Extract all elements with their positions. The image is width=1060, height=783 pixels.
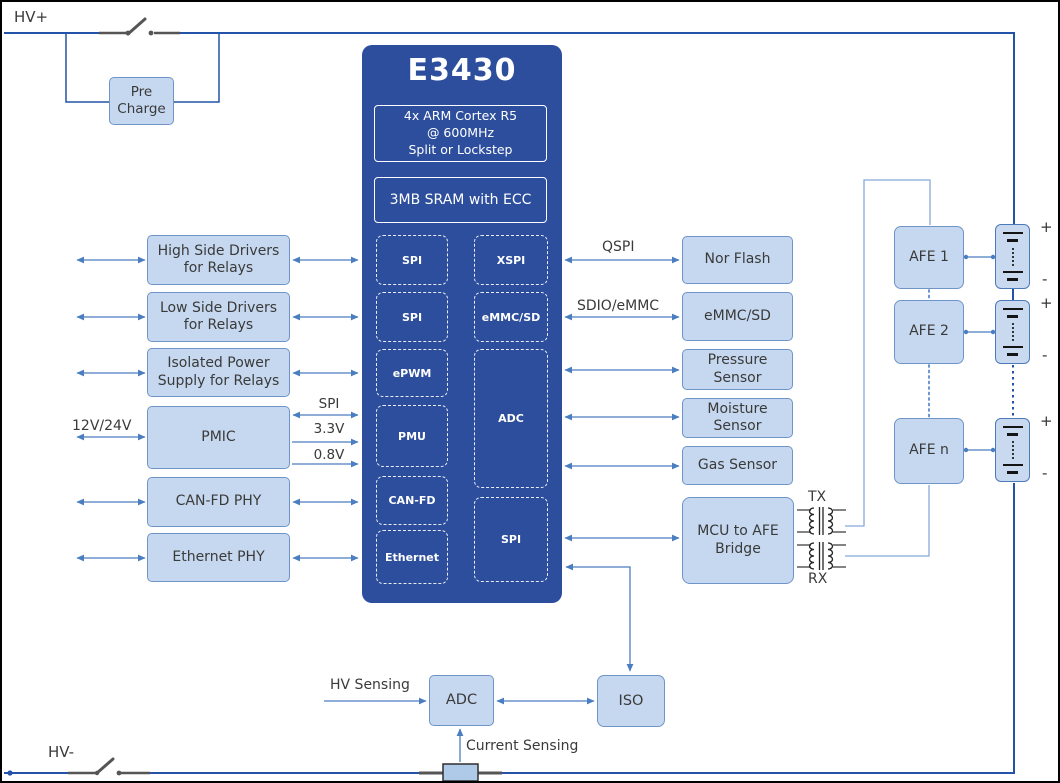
cpu-line3: Split or Lockstep — [408, 141, 513, 157]
supply-input-label: 12V/24V — [72, 418, 132, 434]
soc-block-spi3: SPI — [474, 497, 548, 582]
pmic-spi-label: SPI — [318, 396, 340, 412]
soc-block-spi1: SPI — [376, 235, 448, 285]
soc-block-xspi: XSPI — [474, 235, 548, 285]
hv-plus-label: HV+ — [14, 8, 49, 26]
box-mcu-afe-bridge: MCU to AFE Bridge — [682, 497, 794, 584]
cpu-line2: @ 600MHz — [426, 125, 495, 141]
pmic-3v3-label: 3.3V — [313, 421, 345, 437]
rx-label: RX — [808, 571, 828, 587]
battery-1-minus: - — [1042, 270, 1048, 288]
precharge-box: Pre Charge — [109, 77, 174, 125]
shunt-resistor-icon — [419, 763, 502, 781]
tx-transformer-icon — [797, 507, 846, 535]
soc-block-pmu: PMU — [376, 405, 448, 467]
battery-1-icon — [995, 224, 1030, 289]
box-emmc-sd: eMMC/SD — [682, 292, 793, 341]
sdio-bus-label: SDIO/eMMC — [577, 298, 660, 314]
box-afe-n: AFE n — [894, 418, 964, 484]
hv-sensing-label: HV Sensing — [330, 677, 410, 693]
soc-title: E3430 — [407, 53, 517, 88]
box-low-side-drivers: Low Side Drivers for Relays — [147, 292, 290, 342]
hv-minus-switch-icon — [68, 757, 150, 776]
external-io-arrows — [76, 256, 146, 562]
box-isolated-power-supply: Isolated Power Supply for Relays — [147, 348, 290, 397]
hv-minus-label: HV- — [48, 743, 75, 761]
soc-block-spi2: SPI — [376, 292, 448, 342]
cpu-line1: 4x ARM Cortex R5 — [403, 108, 518, 124]
battery-n-plus: + — [1040, 412, 1053, 430]
soc-block-epwm: ePWM — [376, 349, 448, 397]
box-gas-sensor: Gas Sensor — [682, 446, 793, 485]
box-pressure-sensor: Pressure Sensor — [682, 349, 793, 390]
box-canfd-phy: CAN-FD PHY — [147, 477, 290, 527]
tx-label: TX — [808, 489, 827, 505]
box-iso: ISO — [597, 675, 665, 727]
qspi-bus-label: QSPI — [602, 239, 635, 255]
current-sensing-label: Current Sensing — [466, 738, 579, 754]
battery-n-icon — [995, 418, 1030, 482]
battery-2-minus: - — [1042, 346, 1048, 364]
box-pmic: PMIC — [147, 406, 290, 469]
box-moisture-sensor: Moisture Sensor — [682, 398, 793, 438]
battery-2-icon — [995, 300, 1030, 364]
soc-sram-block: 3MB SRAM with ECC — [374, 177, 547, 223]
box-nor-flash: Nor Flash — [682, 236, 793, 284]
hv-plus-switch-icon — [99, 17, 180, 36]
box-adc: ADC — [429, 675, 494, 726]
box-ethernet-phy: Ethernet PHY — [147, 533, 290, 582]
box-afe-1: AFE 1 — [894, 226, 964, 289]
soc-block-ethernet: Ethernet — [376, 530, 448, 584]
rx-transformer-icon — [797, 542, 846, 570]
battery-1-plus: + — [1040, 218, 1053, 236]
soc-cpu-block: 4x ARM Cortex R5 @ 600MHz Split or Locks… — [374, 105, 547, 162]
pmic-0v8-label: 0.8V — [313, 447, 345, 463]
afe-battery-links — [963, 254, 996, 453]
soc-block-emmc: eMMC/SD — [474, 292, 548, 342]
box-high-side-drivers: High Side Drivers for Relays — [147, 235, 290, 285]
spi-to-iso-wire — [565, 563, 634, 672]
soc-block-adc: ADC — [474, 349, 548, 488]
box-afe-2: AFE 2 — [894, 300, 964, 364]
soc-e3430-block: E3430 4x ARM Cortex R5 @ 600MHz Split or… — [362, 45, 562, 603]
battery-n-minus: - — [1042, 464, 1048, 482]
soc-block-canfd: CAN-FD — [376, 476, 448, 525]
battery-2-plus: + — [1040, 294, 1053, 312]
